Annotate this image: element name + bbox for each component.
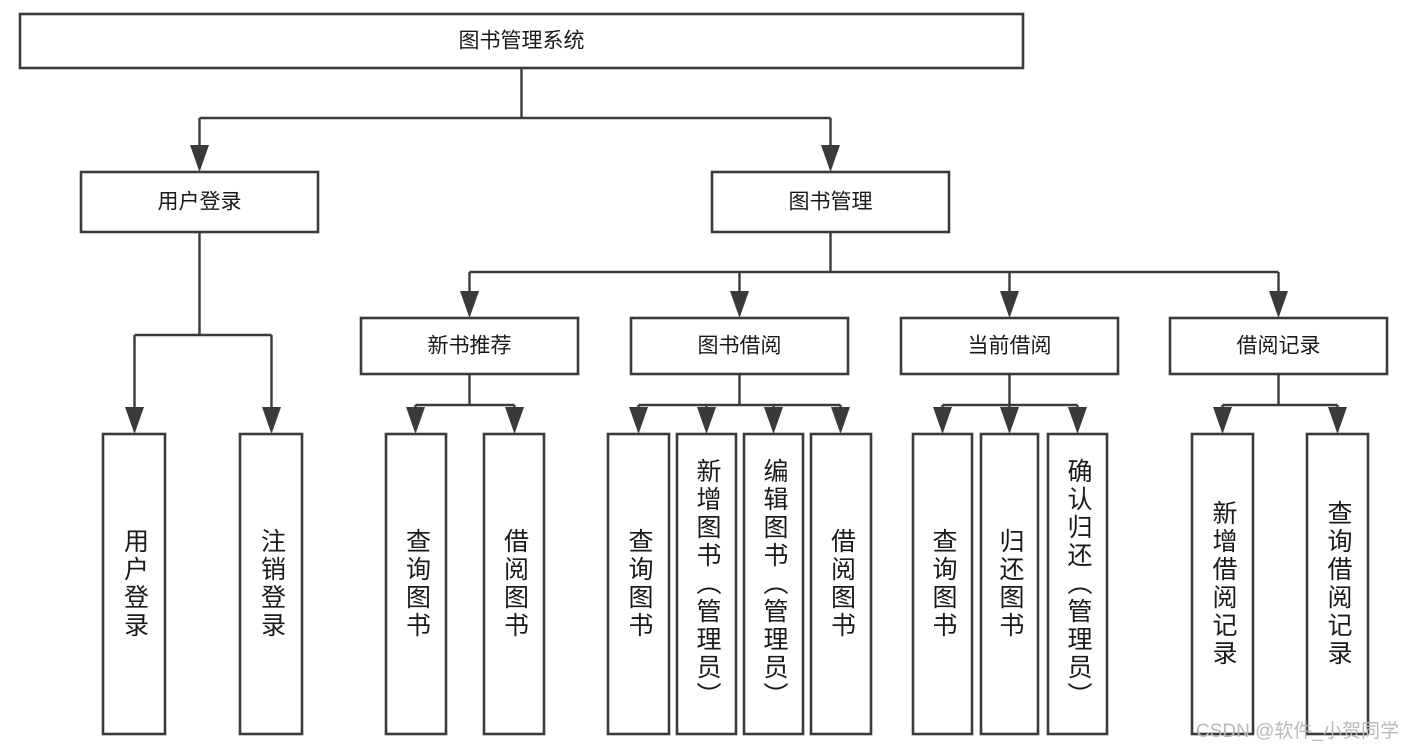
node-book-borrow-box[interactable]: [629, 316, 850, 376]
arrow-head-current-borrow: [1000, 291, 1019, 318]
node-user-login-box[interactable]: [79, 170, 320, 234]
node-user-login-label: 用户登录: [158, 191, 242, 214]
connector-group-current-borrow: [933, 374, 1087, 434]
arrow-head-leaf-add-book: [697, 407, 716, 434]
node-current-borrow[interactable]: 当前借阅: [899, 316, 1120, 376]
leaf-box-add-record[interactable]: [1190, 432, 1255, 736]
node-borrow-record-label: 借阅记录: [1237, 335, 1321, 358]
arrow-head-leaf-return-book: [1000, 407, 1019, 434]
arrow-head-user-login: [190, 145, 209, 172]
node-book-manage-box[interactable]: [710, 170, 951, 234]
arrow-head-leaf-borrow-book-2: [831, 407, 850, 434]
connector-group-new-book-recommend: [406, 374, 524, 434]
node-book-manage[interactable]: 图书管理: [710, 170, 951, 234]
arrow-head-leaf-query-book-2: [629, 407, 648, 434]
node-book-borrow-label: 图书借阅: [698, 335, 782, 358]
arrow-head-leaf-query-record: [1328, 407, 1347, 434]
node-current-borrow-label: 当前借阅: [968, 335, 1052, 358]
leaf-boxes: [101, 432, 1370, 736]
node-new-book-recommend[interactable]: 新书推荐: [359, 316, 580, 376]
arrow-head-leaf-edit-book: [764, 407, 783, 434]
leaf-box-return-book[interactable]: [979, 432, 1040, 736]
leaf-box-query-book-3[interactable]: [911, 432, 974, 736]
arrow-head-leaf-user-login: [125, 407, 144, 434]
arrow-head-leaf-query-book-1: [406, 407, 425, 434]
leaf-box-query-record[interactable]: [1305, 432, 1370, 736]
node-current-borrow-box[interactable]: [899, 316, 1120, 376]
connector-group-borrow-record: [1213, 374, 1347, 434]
node-user-login[interactable]: 用户登录: [79, 170, 320, 234]
leaf-box-borrow-book-1[interactable]: [482, 432, 546, 736]
node-root-box[interactable]: [18, 12, 1025, 70]
leaf-box-borrow-book-2[interactable]: [809, 432, 873, 736]
arrow-head-book-manage: [821, 145, 840, 172]
leaf-box-add-book[interactable]: [675, 432, 738, 736]
node-new-book-recommend-box[interactable]: [359, 316, 580, 376]
watermark-text: CSDN @软件_小贺同学: [1196, 721, 1399, 742]
node-borrow-record[interactable]: 借阅记录: [1168, 316, 1389, 376]
node-book-manage-label: 图书管理: [789, 191, 873, 214]
leaf-box-user-login[interactable]: [101, 432, 167, 736]
arrow-head-book-borrow: [730, 291, 749, 318]
arrow-head-new-book-recommend: [460, 291, 479, 318]
node-root-label: 图书管理系统: [459, 30, 585, 53]
leaf-box-query-book-2[interactable]: [606, 432, 671, 736]
leaf-box-logout[interactable]: [238, 432, 304, 736]
leaf-box-query-book-1[interactable]: [384, 432, 448, 736]
node-new-book-recommend-label: 新书推荐: [428, 335, 512, 358]
connector-group-user-login: [125, 232, 281, 434]
connector-group-book-manage: [460, 232, 1288, 318]
node-root[interactable]: 图书管理系统: [18, 12, 1025, 70]
leaf-box-confirm-return[interactable]: [1046, 432, 1109, 736]
arrow-head-leaf-query-book-3: [933, 407, 952, 434]
arrow-head-leaf-logout: [262, 407, 281, 434]
arrow-head-borrow-record: [1269, 291, 1288, 318]
node-book-borrow[interactable]: 图书借阅: [629, 316, 850, 376]
leaf-box-edit-book[interactable]: [742, 432, 805, 736]
connector-group-root: [190, 68, 840, 172]
node-borrow-record-box[interactable]: [1168, 316, 1389, 376]
arrow-head-leaf-confirm-return: [1068, 407, 1087, 434]
arrow-head-leaf-borrow-book-1: [505, 407, 524, 434]
arrow-head-leaf-add-record: [1213, 407, 1232, 434]
connector-group-book-borrow: [629, 374, 850, 434]
